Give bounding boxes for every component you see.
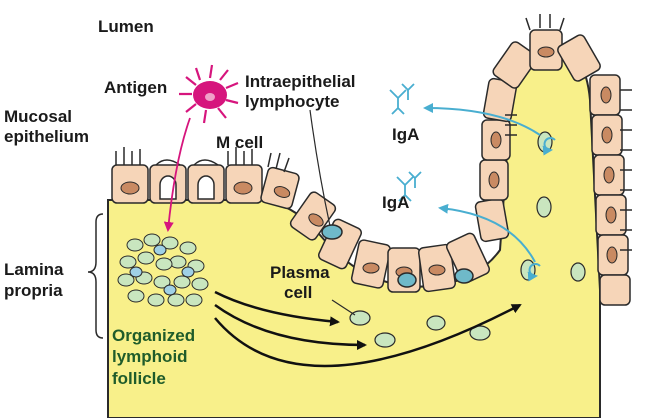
lamina-brace (87, 213, 104, 339)
label-plasma-1: Plasma (270, 263, 330, 282)
villus-epithelium (289, 14, 632, 306)
iga-antibody-icons (389, 83, 422, 202)
label-lumen: Lumen (98, 17, 154, 36)
label-follicle-1: Organized (112, 326, 195, 345)
label-plasma-2: cell (284, 283, 312, 302)
label-follicle-3: follicle (112, 369, 166, 388)
antigen-uptake-arrow (163, 117, 191, 232)
label-lamina-1: Lamina (4, 260, 64, 279)
label-mucosal-1: Mucosal (4, 107, 72, 126)
label-antigen: Antigen (104, 78, 167, 97)
label-pointers (309, 109, 356, 316)
label-m-cell: M cell (216, 133, 263, 152)
intraepithelial-lymphocytes (321, 224, 474, 288)
label-lamina-2: propria (4, 281, 63, 300)
lymphoid-follicle (117, 233, 209, 307)
iga-arrows (423, 103, 556, 282)
label-iga-lower: IgA (382, 193, 409, 212)
migration-arrows (214, 290, 522, 368)
label-mucosal-2: epithelium (4, 127, 89, 146)
flat-epithelium (111, 147, 300, 210)
antigen-icon (179, 64, 239, 124)
label-follicle-2: lymphoid (112, 347, 188, 366)
label-intraepithelial-2: lymphocyte (245, 92, 339, 111)
label-intraepithelial-1: Intraepithelial (245, 72, 356, 91)
label-iga-upper: IgA (392, 125, 419, 144)
